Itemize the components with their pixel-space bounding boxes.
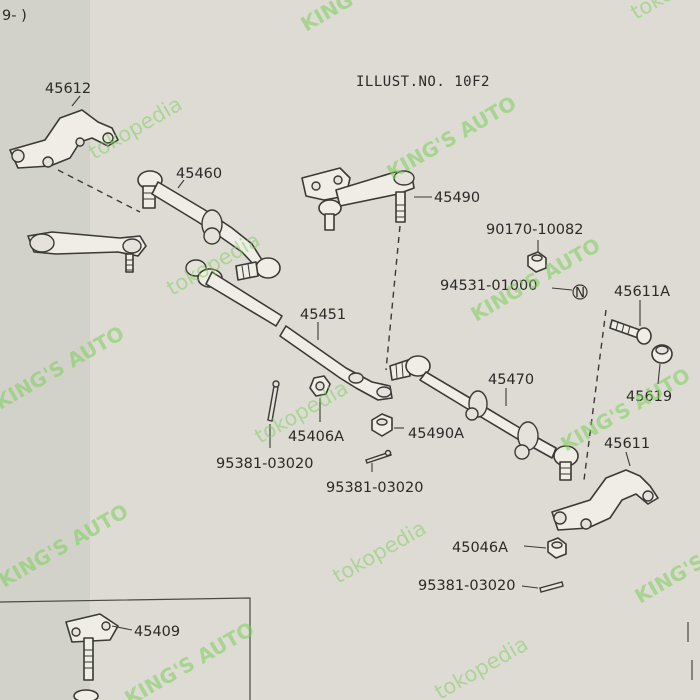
cotter-pin-right: [539, 581, 564, 593]
bushing-45619: [651, 344, 673, 364]
part-45490-idler-arm: [301, 167, 415, 231]
pitman-arm: [27, 231, 147, 273]
nut-45046A: [547, 537, 567, 559]
label-95381-03020-a: 95381-03020: [216, 456, 314, 472]
illust-no: ILLUST.NO. 10F2: [356, 74, 490, 90]
leader-45046A: [523, 545, 547, 549]
part-45451-relay-rod: [185, 259, 393, 401]
part-45612-bracket: [9, 109, 119, 169]
label-45611A: 45611A: [614, 284, 670, 300]
part-45470-tie-rod-end: [389, 355, 579, 481]
inset-box: [0, 597, 251, 700]
label-45490A: 45490A: [408, 426, 464, 442]
nut-90170-10082: [527, 251, 547, 273]
label-45611: 45611: [604, 436, 650, 452]
leader-45611: [625, 451, 631, 467]
label-90170-10082: 90170-10082: [486, 222, 584, 238]
leader-94531: [551, 287, 573, 291]
cotter-pin-middle: [365, 449, 392, 464]
dashed-line-idler: [385, 225, 401, 371]
n-marker-circle: [572, 284, 588, 300]
bolt-45611A: [609, 319, 652, 345]
leader-45612: [71, 95, 81, 107]
dashed-line-bracket: [57, 169, 141, 213]
leader-45619: [657, 363, 661, 385]
header-fragment: 9- ): [2, 8, 27, 24]
nut-45490A: [371, 413, 393, 437]
label-94531-01000: 94531-01000: [440, 278, 538, 294]
leader-45409: [111, 625, 133, 631]
label-95381-03020-b: 95381-03020: [326, 480, 424, 496]
cotter-pin-left: [267, 380, 280, 422]
label-45612: 45612: [45, 81, 91, 97]
label-45619: 45619: [626, 389, 672, 405]
part-45460-tie-rod-end: [137, 170, 281, 281]
label-45460: 45460: [176, 166, 222, 182]
nut-45406A: [309, 375, 331, 397]
part-45409-plate: [65, 613, 119, 700]
n-marker-text: N: [575, 285, 585, 301]
leader-95381-c: [521, 585, 539, 589]
part-45611-bracket: [551, 469, 659, 531]
label-45046A: 45046A: [452, 540, 508, 556]
leader-45460: [177, 179, 185, 189]
label-45409: 45409: [134, 624, 180, 640]
label-95381-03020-c: 95381-03020: [418, 578, 516, 594]
label-45406A: 45406A: [288, 429, 344, 445]
label-45451: 45451: [300, 307, 346, 323]
label-45470: 45470: [488, 372, 534, 388]
label-45490: 45490: [434, 190, 480, 206]
